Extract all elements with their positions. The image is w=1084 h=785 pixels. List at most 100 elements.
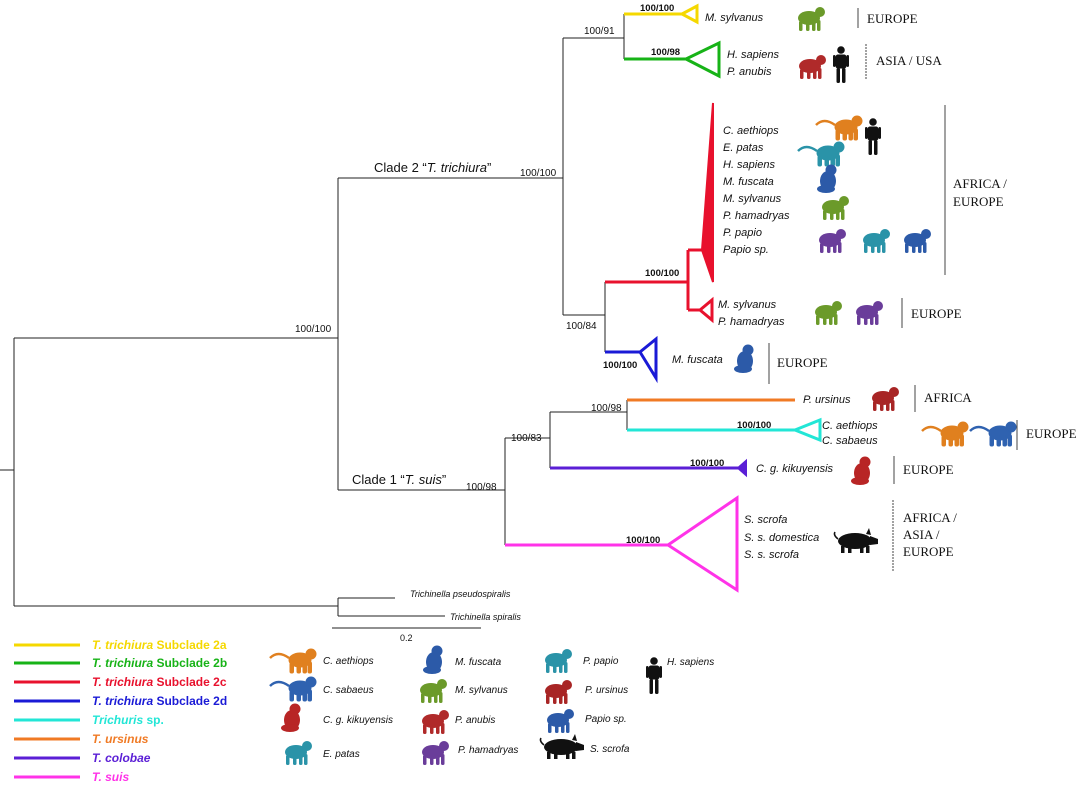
host-legend-label: P. hamadryas bbox=[458, 745, 518, 756]
support-sub2a: 100/100 bbox=[640, 3, 674, 14]
host-legend-label: P. ursinus bbox=[585, 685, 628, 696]
legend-item: T. colobae bbox=[14, 751, 151, 765]
support-n2cd: 100/84 bbox=[566, 321, 597, 332]
tip-sub2d-0: M. fuscata bbox=[672, 354, 723, 366]
tip-sub2c-1: E. patas bbox=[723, 142, 764, 154]
legend-item: Trichuris sp. bbox=[14, 713, 164, 727]
svg-text:T. trichiura Subclade 2b: T. trichiura Subclade 2b bbox=[92, 656, 227, 670]
region-sub2c-0: AFRICA / bbox=[953, 176, 1007, 191]
support-sub2d: 100/100 bbox=[603, 360, 637, 371]
c-g-kikuyensis-icon bbox=[851, 456, 871, 485]
svg-text:T. trichiura Subclade 2d: T. trichiura Subclade 2d bbox=[92, 694, 227, 708]
m-sylvanus-icon bbox=[420, 679, 447, 703]
host-legend-label: M. sylvanus bbox=[455, 685, 508, 696]
legend-item: T. trichiura Subclade 2d bbox=[14, 694, 227, 708]
tip-suis-1: S. s. domestica bbox=[744, 532, 819, 544]
s-scrofa-icon bbox=[539, 733, 585, 760]
region-sub2d: EUROPE bbox=[777, 355, 828, 370]
support-clade1: 100/98 bbox=[466, 482, 497, 493]
support-n83: 100/83 bbox=[511, 433, 542, 444]
tip-sub2c-0: C. aethiops bbox=[723, 125, 779, 137]
sub2a-triangle bbox=[678, 3, 699, 25]
tip-ursinus-0: P. ursinus bbox=[803, 394, 851, 406]
p-papio-icon bbox=[863, 229, 890, 253]
region-ursinus: AFRICA bbox=[924, 390, 972, 405]
subclade-2d bbox=[605, 335, 658, 384]
p-anubis-icon bbox=[799, 55, 826, 79]
m-fuscata-icon bbox=[734, 344, 754, 373]
h-sapiens-icon bbox=[865, 118, 881, 155]
region-sub2b: ASIA / USA bbox=[876, 53, 942, 68]
m-sylvanus-icon bbox=[798, 7, 825, 31]
svg-text:T. trichiura Subclade 2c: T. trichiura Subclade 2c bbox=[92, 675, 227, 689]
p-hamadryas-icon bbox=[819, 229, 846, 253]
clade-t-colobae bbox=[550, 458, 747, 478]
papio-sp-icon bbox=[904, 229, 931, 253]
p-hamadryas-icon bbox=[856, 301, 883, 325]
region-labels: EUROPE ASIA / USA AFRICA / EUROPE EUROPE… bbox=[768, 8, 1077, 572]
support-root: 100/100 bbox=[295, 324, 332, 335]
s-scrofa-icon bbox=[833, 527, 879, 554]
host-legend-label: E. patas bbox=[323, 749, 360, 760]
clade-t-suis bbox=[505, 495, 739, 593]
svg-text:T. ursinus: T. ursinus bbox=[92, 732, 149, 746]
subclade-2c bbox=[605, 102, 714, 324]
tip-suis-2: S. s. scrofa bbox=[744, 549, 799, 561]
subclade-2a bbox=[624, 3, 699, 25]
papio-sp-icon bbox=[547, 709, 574, 733]
host-legend-label: S. scrofa bbox=[590, 744, 630, 755]
support-values: 100/100 100/100 100/91 100/100 100/98 10… bbox=[295, 3, 771, 546]
c-sabaeus-icon bbox=[970, 422, 1016, 446]
host-legend-label: C. sabaeus bbox=[323, 685, 374, 696]
region-suis-1: ASIA / bbox=[903, 527, 940, 542]
tip-sub2b-0: H. sapiens bbox=[727, 49, 779, 61]
region-sub2c-1: EUROPE bbox=[953, 194, 1004, 209]
legend: T. trichiura Subclade 2a T. trichiura Su… bbox=[14, 638, 227, 784]
sub2b-triangle bbox=[682, 40, 721, 79]
tip-sub2c-6: P. papio bbox=[723, 227, 762, 239]
region-suis-0: AFRICA / bbox=[903, 510, 957, 525]
host-legend-label: P. anubis bbox=[455, 715, 495, 726]
clade-trichuris-sp bbox=[627, 417, 822, 443]
tip-sub2c-small-0: M. sylvanus bbox=[718, 299, 777, 311]
c-aethiops-icon bbox=[270, 649, 316, 673]
support-colobae: 100/100 bbox=[690, 458, 724, 469]
host-legend-label: C. g. kikuyensis bbox=[323, 715, 393, 726]
scale-bar: 0.2 bbox=[332, 627, 481, 643]
region-trichuris-sp: EUROPE bbox=[1026, 426, 1077, 441]
tip-labels: M. sylvanus H. sapiens P. anubis C. aeth… bbox=[410, 12, 878, 622]
trichuris-sp-triangle bbox=[790, 417, 822, 443]
host-legend-label: Papio sp. bbox=[585, 714, 627, 725]
host-legend-label: P. papio bbox=[583, 656, 619, 667]
tip-sub2a-0: M. sylvanus bbox=[705, 12, 764, 24]
svg-text:Trichuris sp.: Trichuris sp. bbox=[92, 713, 164, 727]
m-fuscata-icon bbox=[817, 164, 837, 193]
tip-colobae-0: C. g. kikuyensis bbox=[756, 463, 834, 475]
region-sub2a: EUROPE bbox=[867, 11, 918, 26]
sub2d-triangle bbox=[638, 335, 658, 384]
sub2c-main-triangle bbox=[700, 102, 714, 283]
clade2-label: Clade 2 “T. trichiura” bbox=[374, 160, 491, 175]
region-sub2c-small: EUROPE bbox=[911, 306, 962, 321]
tip-sub2c-2: H. sapiens bbox=[723, 159, 775, 171]
legend-item: T. suis bbox=[14, 770, 129, 784]
tip-trichuris-sp-1: C. sabaeus bbox=[822, 435, 878, 447]
legend-item: T. trichiura Subclade 2a bbox=[14, 638, 227, 652]
tip-outgroup-0: Trichinella pseudospiralis bbox=[410, 589, 511, 599]
m-sylvanus-icon bbox=[815, 301, 842, 325]
tip-sub2b-1: P. anubis bbox=[727, 66, 772, 78]
support-clade2: 100/100 bbox=[520, 168, 557, 179]
subclade-2b bbox=[624, 40, 721, 79]
m-fuscata-icon bbox=[423, 645, 443, 674]
legend-item: T. ursinus bbox=[14, 732, 149, 746]
e-patas-icon bbox=[285, 741, 312, 765]
tip-sub2c-7: Papio sp. bbox=[723, 244, 769, 256]
tree-branches bbox=[0, 14, 628, 617]
tip-sub2c-3: M. fuscata bbox=[723, 176, 774, 188]
support-sub2c: 100/100 bbox=[645, 268, 679, 279]
h-sapiens-icon bbox=[833, 46, 849, 83]
c-aethiops-icon bbox=[922, 422, 968, 446]
support-n2ab: 100/91 bbox=[584, 26, 615, 37]
host-legend: C. aethiops C. sabaeus C. g. kikuyensis … bbox=[270, 645, 714, 765]
